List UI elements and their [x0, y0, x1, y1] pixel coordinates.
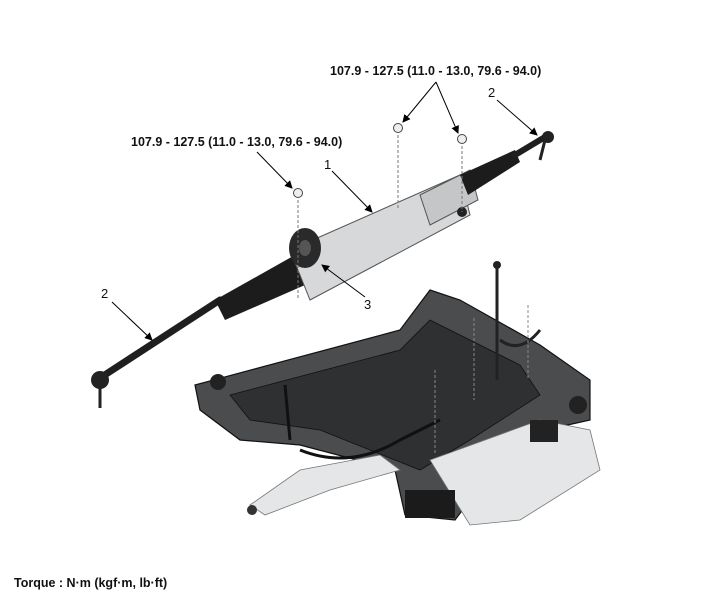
subframe: [194, 261, 601, 526]
steering-rack: [91, 131, 554, 408]
leader-arrows: [111, 81, 538, 341]
bolt-icon: [457, 134, 467, 144]
torque-label-top: 107.9 - 127.5 (11.0 - 13.0, 79.6 - 94.0): [330, 64, 542, 78]
callout-2-right: 2: [488, 85, 496, 100]
bolt-icon: [393, 123, 403, 133]
torque-unit-note: Torque : N·m (kgf·m, lb·ft): [14, 576, 168, 590]
bolts: [293, 123, 467, 198]
callout-2-left: 2: [101, 286, 109, 301]
bolt-icon: [293, 188, 303, 198]
torque-label-left: 107.9 - 127.5 (11.0 - 13.0, 79.6 - 94.0): [131, 135, 343, 149]
callout-3: 3: [364, 297, 372, 312]
callout-1: 1: [324, 157, 332, 172]
